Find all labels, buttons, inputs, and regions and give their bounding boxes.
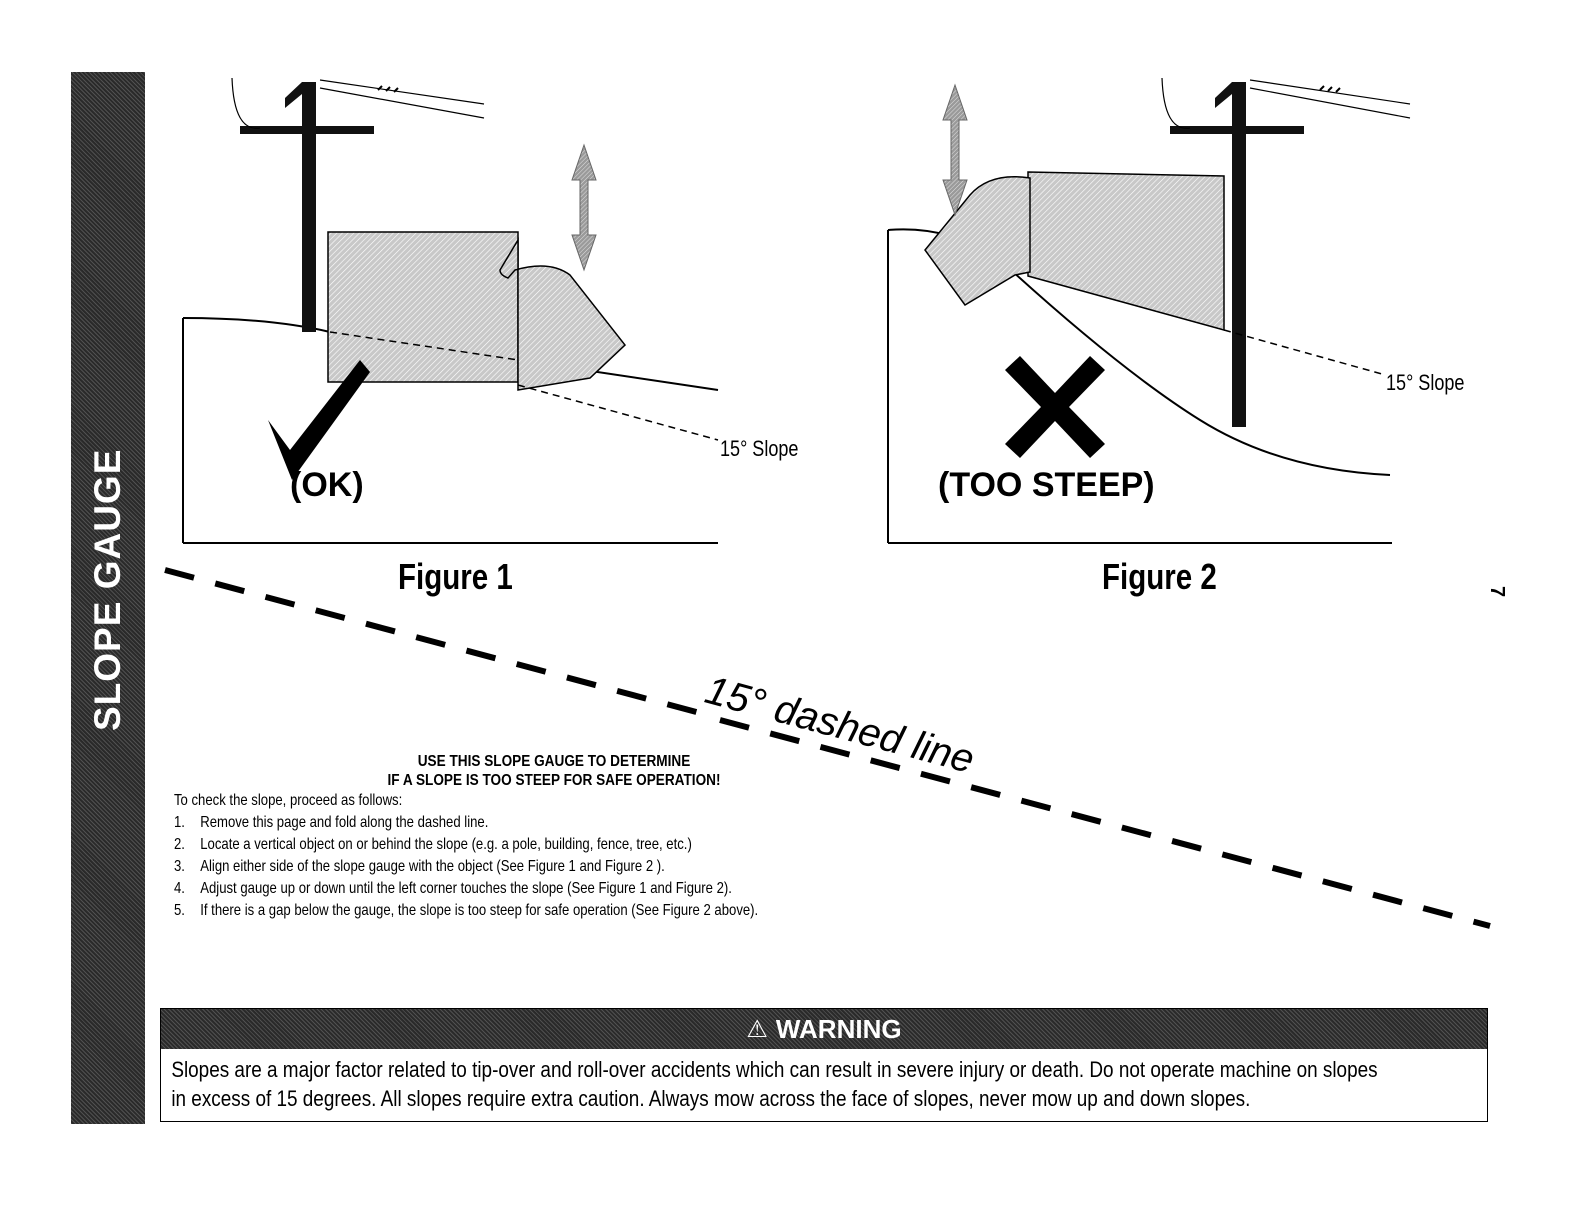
instructions-intro: To check the slope, proceed as follows:	[174, 792, 403, 809]
warning-text-line2: in excess of 15 degrees. All slopes requ…	[171, 1086, 1251, 1111]
instruction-step: 3.Align either side of the slope gauge w…	[174, 858, 665, 875]
ground-slope	[182, 317, 719, 391]
slope-gauge-card	[327, 231, 519, 383]
warning-text: Slopes are a major factor related to tip…	[161, 1049, 1489, 1113]
figure-1-caption: Figure 1	[398, 556, 513, 597]
figure-2-verdict: (TOO STEEP)	[938, 466, 1155, 504]
figure-2-slope-label: 15° Slope	[1386, 370, 1465, 395]
warning-header: ⚠ WARNING	[161, 1009, 1487, 1049]
instructions: USE THIS SLOPE GAUGE TO DETERMINE IF A S…	[174, 752, 974, 922]
x-mark-icon	[1005, 356, 1105, 458]
figure-2-caption: Figure 2	[1102, 556, 1217, 597]
instructions-heading-line1: USE THIS SLOPE GAUGE TO DETERMINE	[417, 753, 691, 770]
figure-1-verdict: (OK)	[290, 466, 364, 504]
figure-1-slope-label: 15° Slope	[720, 436, 799, 461]
instruction-step: 1.Remove this page and fold along the da…	[174, 814, 489, 831]
warning-title: WARNING	[775, 1013, 902, 1044]
instructions-heading-line2: IF A SLOPE IS TOO STEEP FOR SAFE OPERATI…	[387, 772, 721, 789]
page-number: 7	[1486, 586, 1508, 598]
up-down-arrow	[571, 143, 597, 272]
warning-text-line1: Slopes are a major factor related to tip…	[171, 1057, 1378, 1082]
utility-pole	[302, 82, 316, 332]
instruction-step: 4.Adjust gauge up or down until the left…	[174, 880, 732, 897]
check-mark-icon	[268, 360, 370, 480]
utility-pole	[1232, 82, 1246, 427]
instruction-step: 2.Locate a vertical object on or behind …	[174, 836, 692, 853]
hand-shape	[499, 237, 627, 391]
side-tab	[71, 72, 145, 1124]
up-down-arrow	[942, 83, 968, 217]
instruction-step: 5.If there is a gap below the gauge, the…	[174, 902, 759, 919]
hand-shape	[924, 176, 1031, 306]
warning-triangle-icon: ⚠	[746, 1015, 768, 1043]
figure-2	[880, 60, 1500, 560]
figure-1	[170, 60, 830, 560]
warning-box: ⚠ WARNING Slopes are a major factor rela…	[160, 1008, 1488, 1122]
